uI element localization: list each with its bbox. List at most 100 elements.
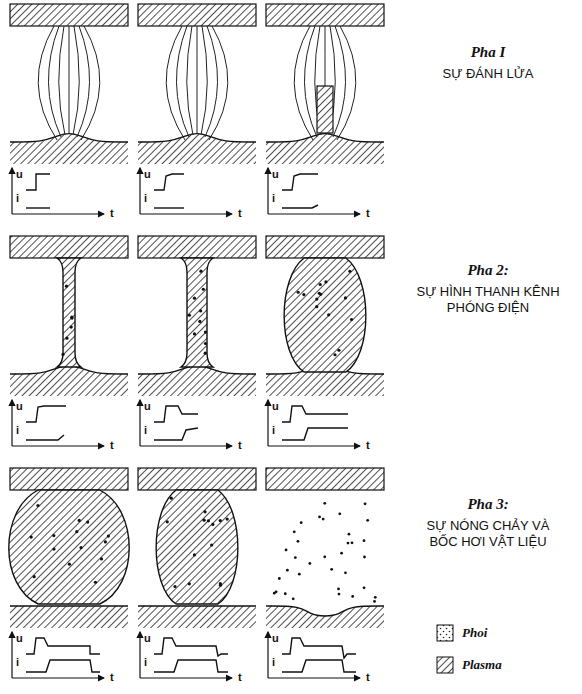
axis (267, 168, 268, 214)
axis-label: i (16, 656, 19, 668)
chip-particle (68, 563, 71, 566)
axis-label: t (366, 439, 370, 451)
axis (140, 677, 232, 678)
phase-panel (266, 468, 384, 628)
chip-particle (207, 519, 210, 522)
phase-panel (9, 468, 129, 628)
workpiece (266, 134, 384, 164)
field-line (59, 26, 65, 135)
signal-graph (268, 168, 360, 214)
axis-label: t (110, 439, 114, 451)
signal-graph (140, 400, 232, 446)
chip-particle (286, 569, 289, 572)
chip-particle (330, 568, 333, 571)
tool-electrode (10, 236, 128, 258)
chip-particle (327, 313, 330, 316)
chip-particle (350, 318, 353, 321)
chip-particle (65, 285, 68, 288)
tool-electrode (138, 468, 256, 490)
axis-label: t (366, 207, 370, 219)
chip-particle (348, 533, 351, 536)
chip-particle (285, 549, 288, 552)
chip-particle (293, 530, 296, 533)
workpiece (266, 606, 384, 628)
field-line (69, 26, 70, 133)
signal-graph (12, 168, 104, 214)
axis (139, 400, 140, 446)
tool-electrode (10, 468, 128, 490)
chip-particle (318, 516, 321, 519)
tool-electrode (266, 236, 384, 258)
workpiece (10, 134, 128, 164)
axis (139, 632, 140, 678)
legend-swatch (436, 656, 454, 674)
workpiece (10, 606, 128, 628)
axis-label: t (366, 671, 370, 683)
current-trace (26, 660, 100, 672)
chip-particle (284, 592, 287, 595)
chip-particle (292, 597, 295, 600)
chip-particle (94, 581, 97, 584)
chip-particle (61, 353, 64, 356)
phase-title: SỰ NÓNG CHẢY VÀ BỐC HƠI VẬT LIỆU (413, 518, 563, 551)
axis (267, 632, 268, 678)
axis (268, 213, 360, 214)
current-trace (154, 207, 184, 208)
chip-particle (199, 270, 202, 273)
chip-particle (298, 573, 301, 576)
field-line (333, 26, 346, 137)
field-line (187, 26, 193, 135)
chip-particle (275, 590, 278, 593)
phase-panel (266, 236, 384, 396)
chip-particle (170, 497, 173, 500)
axis (11, 400, 12, 446)
chip-particle (193, 332, 196, 335)
voltage-trace (282, 174, 318, 190)
field-line (201, 26, 207, 135)
field-line (81, 26, 100, 140)
chip-particle (338, 512, 341, 515)
field-line (77, 26, 90, 137)
chip-particle (193, 553, 196, 556)
field-line (197, 26, 198, 133)
axis-label: i (272, 424, 275, 436)
chip-particle (203, 519, 206, 522)
chip-particle (333, 353, 336, 356)
panel-frame (266, 4, 384, 164)
legend-text: Phoi (462, 625, 487, 641)
axis-label: t (110, 207, 114, 219)
plasma-channel (284, 258, 366, 372)
signal-graph (140, 168, 232, 214)
chip-particle (70, 317, 73, 320)
chip-particle (319, 283, 322, 286)
signal-graph (12, 400, 104, 446)
chip-particle (337, 349, 340, 352)
axis (139, 168, 140, 214)
axis (12, 677, 104, 678)
chip-particle (210, 543, 213, 546)
phase-panel (10, 4, 128, 164)
voltage-trace (282, 638, 356, 658)
chip-particle (318, 292, 321, 295)
phase-number: Pha 2: (398, 262, 578, 279)
signal-graph (140, 632, 232, 678)
workpiece (138, 134, 256, 164)
axis-label: i (144, 192, 147, 204)
chip-particle (302, 293, 305, 296)
chip-particle (70, 316, 73, 319)
chip-particle (364, 502, 367, 505)
chip-particle (204, 352, 207, 355)
axis-label: u (144, 168, 151, 180)
chip-particle (199, 309, 202, 312)
voltage-trace (26, 638, 100, 654)
axis-label: i (16, 192, 19, 204)
axis-label: u (272, 168, 279, 180)
voltage-trace (26, 174, 50, 190)
field-line (209, 26, 228, 140)
axis (140, 445, 232, 446)
tool-electrode (266, 468, 384, 490)
plasma-channel (9, 490, 129, 604)
panel-frame (266, 236, 384, 396)
